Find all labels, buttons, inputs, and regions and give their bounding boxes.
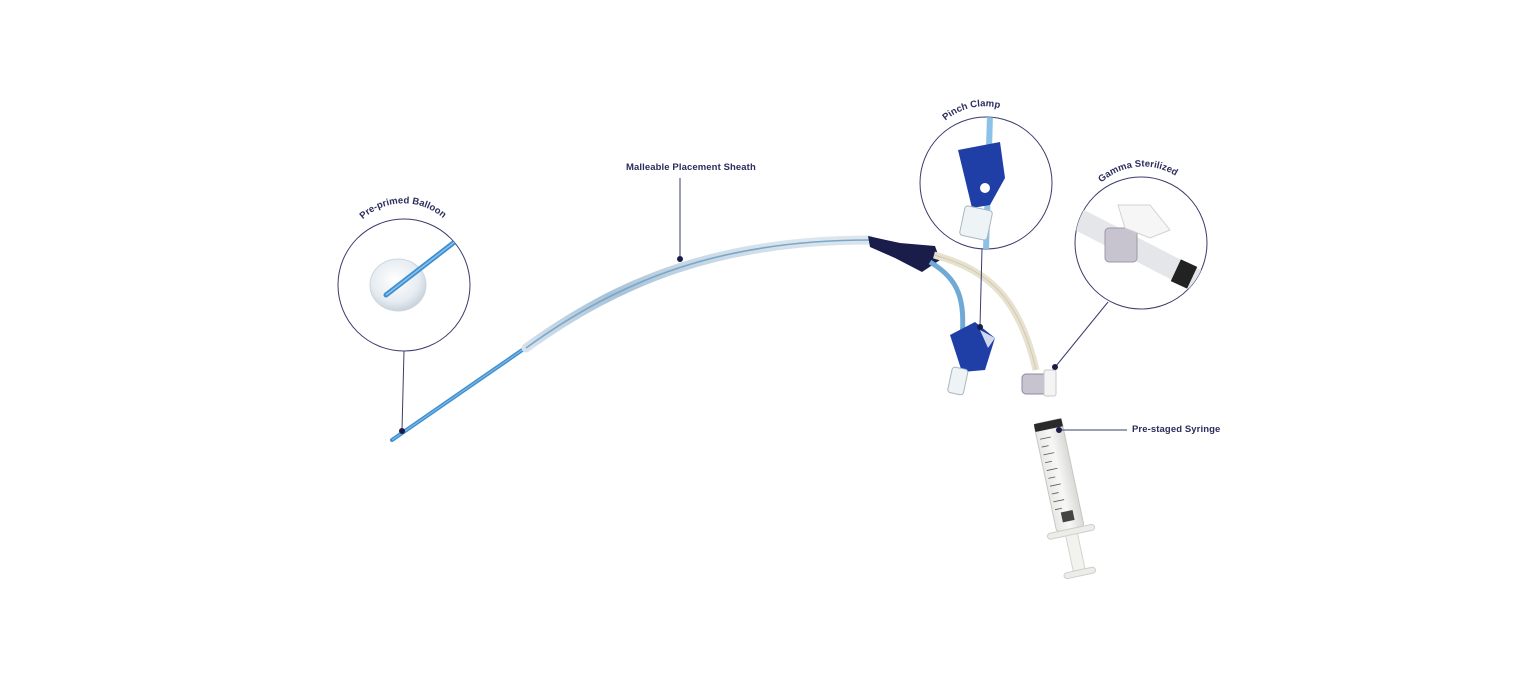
callout-gamma-sterilized: Gamma Sterilized xyxy=(1052,159,1208,370)
callout-pinch-clamp: Pinch Clamp xyxy=(919,98,1053,330)
label-malleable-placement-sheath: Malleable Placement Sheath xyxy=(626,162,756,173)
label-pre-staged-syringe: Pre-staged Syringe xyxy=(1132,424,1221,435)
callout-pre-staged-syringe xyxy=(1056,427,1127,433)
syringe xyxy=(1021,369,1096,580)
pinch-clamp xyxy=(947,322,995,396)
callout-malleable-placement-sheath xyxy=(677,178,683,262)
catheter-assembly xyxy=(390,235,1096,580)
callout-pre-primed-balloon: Pre-primed Balloon xyxy=(337,195,471,434)
label-pre-primed-balloon: Pre-primed Balloon xyxy=(358,195,449,221)
